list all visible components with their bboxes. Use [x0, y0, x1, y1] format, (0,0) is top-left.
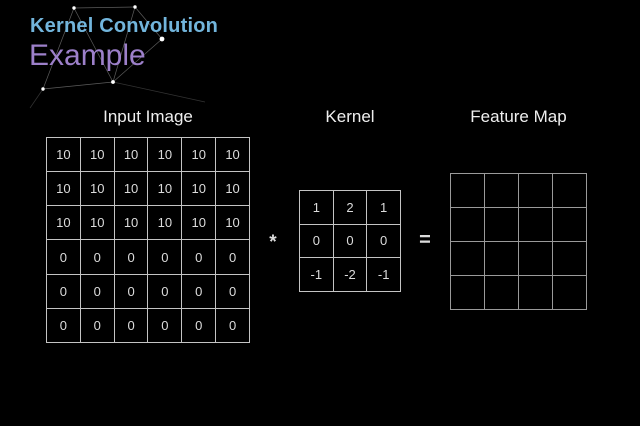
input-image-cell: 0 [182, 240, 216, 274]
input-image-cell: 0 [114, 274, 148, 308]
feature-map-cell [553, 208, 586, 241]
input-image-cell: 10 [114, 138, 148, 172]
input-image-cell: 0 [47, 240, 80, 274]
input-image-cell: 10 [47, 172, 80, 206]
feature-map-cell [519, 242, 552, 275]
input-image-cell: 0 [216, 274, 249, 308]
feature-map-cell [519, 174, 552, 207]
input-image-cell: 0 [80, 274, 114, 308]
input-image-cell: 10 [47, 206, 80, 240]
feature-map-cell [553, 276, 586, 309]
input-image-cell: 0 [47, 274, 80, 308]
input-image-cell: 0 [182, 308, 216, 342]
equals-operator-glyph: = [419, 228, 431, 251]
feature-map-cell [485, 276, 518, 309]
equals-operator: = [411, 226, 439, 254]
input-image-cell: 0 [80, 308, 114, 342]
kernel-cell: 1 [367, 191, 400, 224]
kernel-cell: -1 [300, 258, 333, 291]
input-image-cell: 10 [182, 206, 216, 240]
feature-map-label: Feature Map [470, 107, 567, 126]
input-image-cell: 10 [80, 172, 114, 206]
feature-map-grid [450, 173, 587, 310]
kernel-cell: -2 [333, 258, 367, 291]
input-image-cell: 10 [182, 138, 216, 172]
input-image-cell: 0 [47, 308, 80, 342]
input-image-cell: 0 [216, 240, 249, 274]
feature-map-cell [553, 174, 586, 207]
kernel-cell: -1 [367, 258, 400, 291]
kernel-cell: 0 [333, 224, 367, 258]
input-image-cell: 10 [216, 206, 249, 240]
input-image-cell: 10 [148, 172, 182, 206]
slide-title: Kernel Convolution [30, 15, 219, 37]
feature-map-cell [485, 242, 518, 275]
feature-map-cell [485, 208, 518, 241]
input-image-cell: 0 [148, 274, 182, 308]
kernel-cell: 2 [333, 191, 367, 224]
input-image-cell: 10 [216, 172, 249, 206]
input-image-cell: 10 [114, 206, 148, 240]
input-image-cell: 10 [114, 172, 148, 206]
feature-map-cell [519, 208, 552, 241]
kernel-cell: 1 [300, 191, 333, 224]
feature-map-cell [519, 276, 552, 309]
convolution-operator-glyph: * [269, 232, 277, 253]
input-image-cell: 0 [148, 240, 182, 274]
input-image-cell: 0 [182, 274, 216, 308]
feature-map-cell [451, 242, 484, 275]
input-image-cell: 10 [216, 138, 249, 172]
input-image-cell: 0 [114, 240, 148, 274]
feature-map-cell [553, 242, 586, 275]
feature-map-cell [451, 208, 484, 241]
kernel-label: Kernel [325, 107, 375, 126]
input-image-cell: 10 [148, 206, 182, 240]
input-image-cell: 0 [114, 308, 148, 342]
input-image-cell: 0 [216, 308, 249, 342]
convolution-operator: * [259, 225, 287, 253]
kernel-cell: 0 [367, 224, 400, 258]
slide-subtitle: Example [29, 39, 146, 72]
input-image-label: Input Image [103, 107, 193, 126]
feature-map-cell [451, 174, 484, 207]
feature-map-cell [451, 276, 484, 309]
feature-map-cell [485, 174, 518, 207]
input-image-cell: 0 [148, 308, 182, 342]
input-image-cell: 10 [182, 172, 216, 206]
input-image-cell: 0 [80, 240, 114, 274]
kernel-cell: 0 [300, 224, 333, 258]
input-image-cell: 10 [80, 206, 114, 240]
input-image-cell: 10 [80, 138, 114, 172]
input-image-cell: 10 [47, 138, 80, 172]
input-image-cell: 10 [148, 138, 182, 172]
